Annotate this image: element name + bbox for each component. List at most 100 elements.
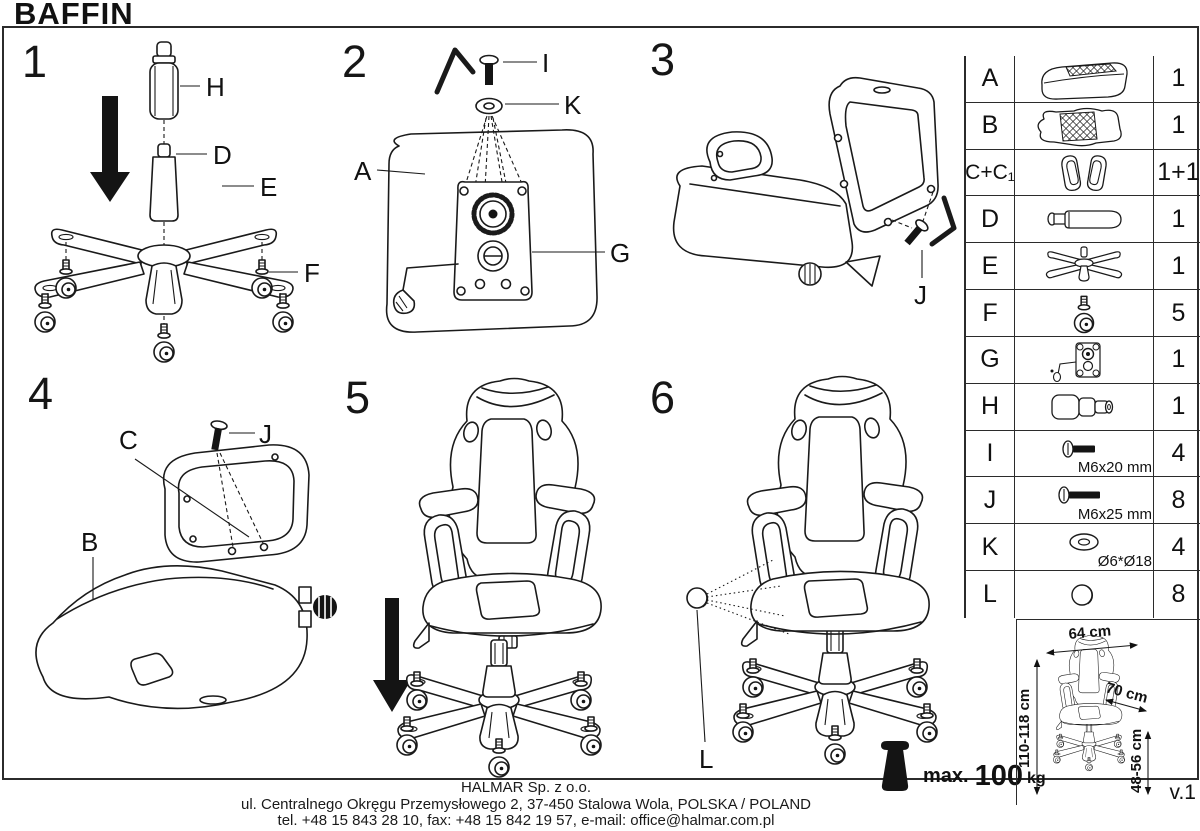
part-id: G <box>980 345 1000 374</box>
step-2-number: 2 <box>342 36 368 87</box>
part-id: K <box>981 532 999 561</box>
part-qty: 4 <box>1171 439 1186 468</box>
step-1-illustration: H D E F <box>34 41 320 363</box>
part-id: D <box>980 204 1000 233</box>
parts-table: A 1 B 1 C+C₁ <box>964 56 1200 618</box>
part-id: C+C₁ <box>965 160 1015 184</box>
step-4-illustration: C J B <box>35 419 337 710</box>
part-qty: 1 <box>1171 111 1186 140</box>
part-id: J <box>983 485 997 514</box>
footer: HALMAR Sp. z o.o. ul. Centralnego Okręgu… <box>0 779 1052 830</box>
part-qty: 1 <box>1171 204 1186 233</box>
parts-table-row: D 1 <box>966 196 1200 244</box>
step-1-number: 1 <box>22 36 48 87</box>
parts-table-row: H 1 <box>966 383 1200 431</box>
part-label-d: D <box>213 140 232 170</box>
footer-company: HALMAR Sp. z o.o. <box>460 779 592 796</box>
screw-drawing <box>904 219 929 246</box>
part-label-b: B <box>81 527 98 557</box>
footer-address: ul. Centralnego Okręgu Przemysłowego 2, … <box>240 795 811 813</box>
parts-table-row: F 5 <box>966 290 1200 337</box>
part-id: A <box>981 64 999 93</box>
cap-drawing <box>686 587 709 609</box>
part-id: E <box>981 251 999 280</box>
down-arrow-icon <box>90 96 130 202</box>
base-assembly-drawing <box>397 640 601 777</box>
armrests-icon <box>1061 154 1107 191</box>
parts-table-row: E 1 <box>966 243 1200 291</box>
parts-table-row: L 8 <box>966 571 1200 618</box>
step-6-illustration: L <box>686 375 995 774</box>
footer-contact: tel. +48 15 843 28 10, fax: +48 15 842 1… <box>277 812 775 829</box>
chair-dimension-drawing <box>1053 635 1124 771</box>
page-title: BAFFIN <box>14 0 134 31</box>
column-cover-drawing <box>149 143 179 222</box>
part-label-j: J <box>259 419 272 449</box>
gas-lift-drawing <box>149 41 179 120</box>
chair-upper-drawing <box>740 375 930 647</box>
mechanism-icon <box>1050 342 1101 382</box>
seat-icon <box>1041 62 1128 100</box>
screw-size-note: M6x20 mm <box>1077 459 1152 477</box>
down-arrow-icon <box>373 598 411 712</box>
parts-table-row: G 1 <box>966 336 1200 384</box>
parts-table-row: A 1 <box>966 56 1200 103</box>
max-load-label: max. <box>923 765 969 787</box>
part-qty: 4 <box>1171 532 1186 561</box>
armrest-drawing <box>162 444 310 563</box>
screw-drawing <box>210 420 228 451</box>
screw-m6x25-icon <box>1058 486 1100 505</box>
part-id: B <box>981 111 999 140</box>
part-label-h: H <box>206 72 225 102</box>
part-qty: 5 <box>1171 298 1186 327</box>
gas-lift-icon <box>1051 394 1114 420</box>
dim-height: 110-118 cm <box>1016 689 1033 768</box>
mechanism-under-seat-drawing <box>798 255 881 287</box>
max-load-value: 100 <box>974 760 1023 792</box>
part-id: L <box>983 580 997 609</box>
part-id: I <box>986 439 994 468</box>
part-label-c: C <box>119 425 138 455</box>
caster-icon <box>1073 295 1095 334</box>
base-icon <box>1045 246 1123 282</box>
weight-icon <box>881 741 909 791</box>
part-label-k: K <box>564 90 582 120</box>
max-load-badge: max. 100 kg <box>877 740 1046 794</box>
dim-seat-height: 48-56 cm <box>1128 729 1145 793</box>
backrest-frame-drawing <box>828 76 939 233</box>
step-5-illustration <box>373 377 602 778</box>
parts-table-row: B 1 <box>966 102 1200 150</box>
mechanism-drawing <box>392 180 533 315</box>
backrest-icon <box>1037 107 1122 147</box>
step-4-number: 4 <box>28 368 54 419</box>
parts-table-row: C+C₁ 1+1 <box>965 149 1200 197</box>
chair-upper-drawing <box>412 377 602 649</box>
cap-icon <box>1071 583 1094 606</box>
part-qty: 1 <box>1171 392 1186 421</box>
part-label-j: J <box>914 280 927 310</box>
part-qty: 1 <box>1171 345 1186 374</box>
screw-size-note: M6x25 mm <box>1077 506 1152 524</box>
part-qty: 8 <box>1171 485 1186 514</box>
screw-drawing <box>479 54 499 85</box>
step-6-number: 6 <box>650 372 676 423</box>
part-id: F <box>982 298 998 327</box>
part-label-i: I <box>542 48 549 78</box>
version-label: v.1 <box>1169 781 1196 804</box>
part-id: H <box>980 392 1000 421</box>
seat-side-drawing <box>672 131 854 269</box>
part-label-l: L <box>699 744 713 774</box>
parts-table-row: I M6x20 mm 4 <box>966 430 1200 478</box>
step-3-number: 3 <box>650 34 676 85</box>
dim-width: 64 cm <box>1068 622 1112 643</box>
part-label-g: G <box>610 238 630 268</box>
dimensions-drawing: 64 cm 110-118 cm 70 cm 48-56 cm <box>1016 622 1152 796</box>
washer-icon <box>1069 533 1099 551</box>
allen-key-icon <box>929 195 957 247</box>
part-qty: 1 <box>1171 251 1186 280</box>
step-5-number: 5 <box>345 372 371 423</box>
column-cover-icon <box>1047 210 1122 230</box>
parts-table-row: J M6x25 mm 8 <box>966 477 1200 525</box>
part-label-e: E <box>260 172 277 202</box>
